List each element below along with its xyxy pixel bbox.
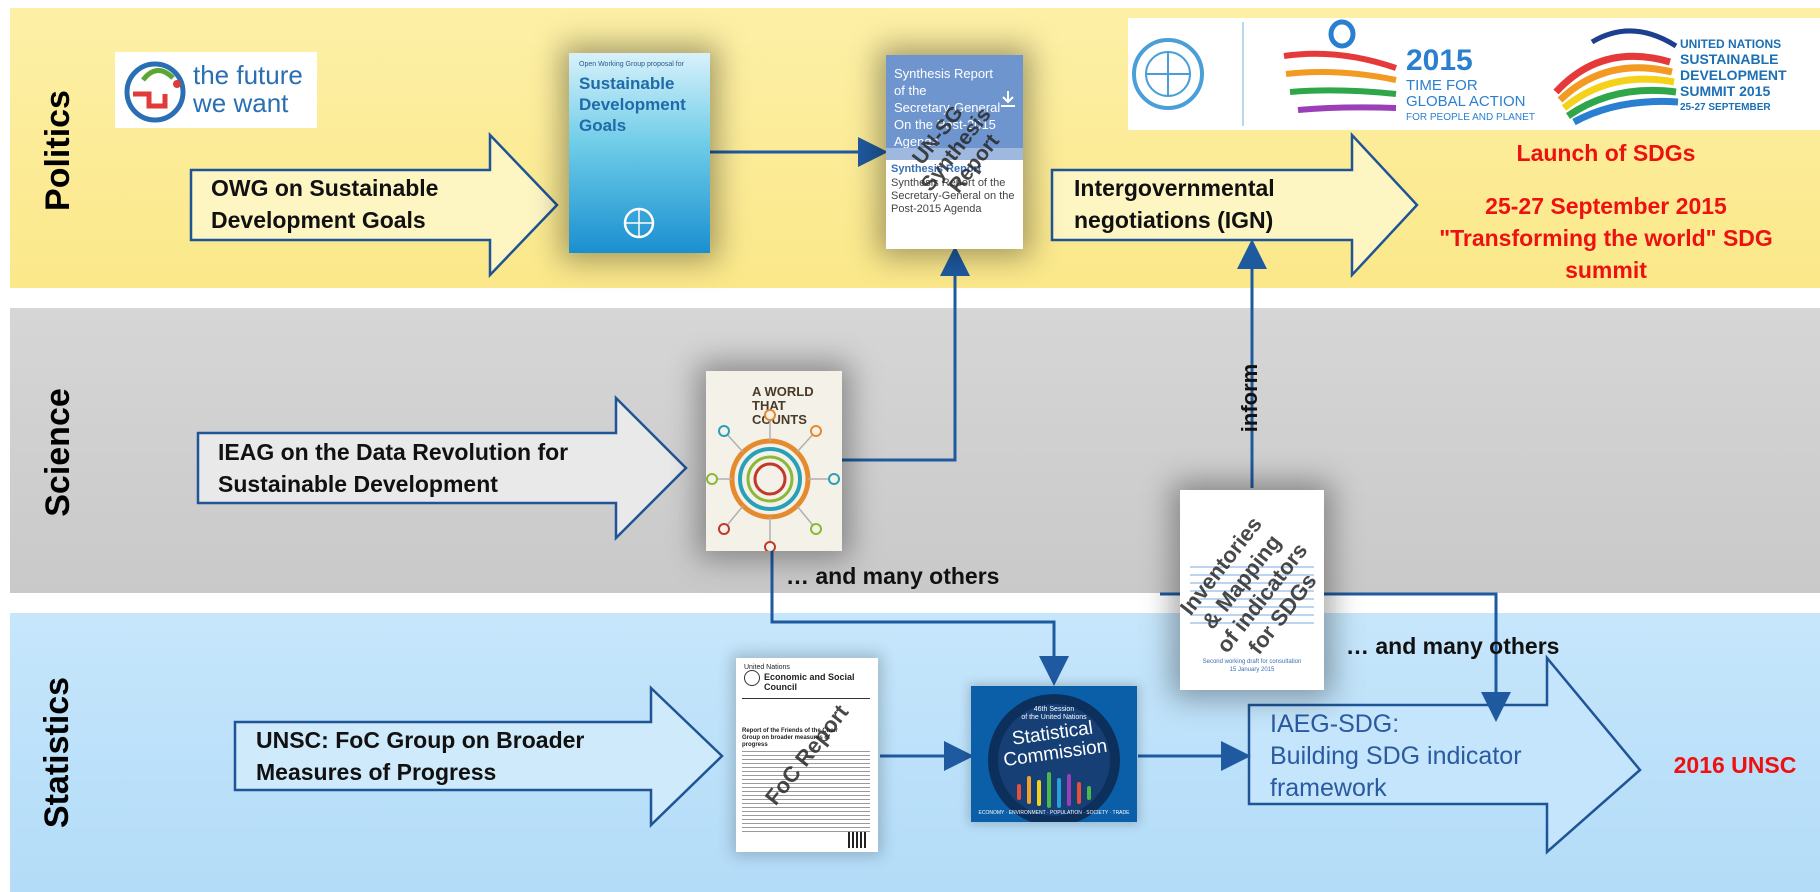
sdg-cover-un-emblem-icon — [623, 207, 655, 239]
un-summit-banner: 2015 TIME FOR GLOBAL ACTION FOR PEOPLE A… — [1128, 18, 1820, 130]
un-emblem-icon — [1132, 38, 1204, 110]
summit-logo-line-4: SUMMIT 2015 — [1680, 83, 1771, 99]
synthesis-cover-body: Synthesis Report of the Secretary-Genera… — [891, 177, 1015, 216]
foc-org-2: Economic and Social Council — [764, 672, 855, 692]
launch-of-sdgs: Launch of SDGs — [1516, 140, 1696, 166]
inventories-footer: Second working draft for consultation 15… — [1180, 658, 1324, 674]
time-for-action-icon — [1283, 19, 1397, 113]
time-for-action-year: 2015 — [1406, 44, 1473, 77]
and-many-others-science: … and many others — [786, 563, 1000, 589]
foc-report-cover: United Nations Economic and Social Counc… — [736, 658, 878, 852]
summit-outcome-2: "Transforming the world" SDG — [1439, 225, 1773, 251]
future-we-want-logo: the future we want — [115, 52, 317, 128]
iaeg-block-arrow — [1247, 654, 1642, 855]
awtc-title-1: A WORLD — [752, 384, 814, 399]
ign-line-2: negotiations (IGN) — [1074, 207, 1274, 233]
connector-awtc-to-synthesis — [842, 246, 970, 462]
owg-block-arrow — [189, 131, 559, 279]
synthesis-cover-band — [886, 148, 1023, 160]
ieag-line-1: IEAG on the Data Revolution for — [218, 439, 569, 465]
summit-outcome: 25-27 September 2015 "Transforming the w… — [1406, 190, 1806, 286]
foc-qr-code-icon — [848, 832, 866, 848]
sdg-summit-icon — [1553, 28, 1679, 126]
unsc-line-2: Measures of Progress — [256, 759, 497, 785]
ign-line-1: Intergovernmental — [1074, 175, 1275, 201]
foc-org-1: United Nations — [744, 664, 790, 671]
sdg-cover-title-3: Goals — [579, 116, 627, 135]
inventories-body-lines — [1190, 560, 1314, 624]
foc-un-emblem-icon — [744, 670, 760, 686]
synthesis-body-3: Post-2015 Agenda — [891, 203, 982, 215]
summit-logo-line-1: UNITED NATIONS — [1680, 37, 1782, 51]
future-we-want-icon — [124, 61, 186, 123]
future-we-want-line-2: we want — [193, 88, 289, 118]
ieag-arrow-label: IEAG on the Data Revolution for Sustaina… — [218, 436, 568, 500]
inventories-footer-2: 15 January 2015 — [1229, 667, 1275, 673]
a-world-that-counts-cover: A WORLD THAT COUNTS — [706, 371, 842, 551]
time-for-action-line-2: GLOBAL ACTION — [1406, 93, 1526, 110]
synthesis-body-1: Synthesis Report of the — [891, 177, 1006, 189]
owg-line-1: OWG on Sustainable — [211, 175, 439, 201]
unsc-arrow-label: UNSC: FoC Group on Broader Measures of P… — [256, 724, 584, 788]
awtc-ring-graphic — [706, 409, 840, 551]
statistical-commission-logo: 46th Session of the United Nations Stati… — [971, 686, 1137, 822]
foc-body-lines — [742, 748, 870, 832]
unsc-2016-label: 2016 UNSC — [1673, 752, 1797, 778]
ieag-block-arrow — [196, 394, 688, 542]
statcom-session: 46th Session of the United Nations — [971, 706, 1137, 722]
unsc-line-1: UNSC: FoC Group on Broader — [256, 727, 585, 753]
summit-logo-line-2: SUSTAINABLE — [1680, 51, 1779, 67]
ieag-line-2: Sustainable Development — [218, 471, 498, 497]
future-we-want-line-1: the future — [193, 60, 303, 90]
unsc-block-arrow — [233, 685, 724, 828]
synthesis-body-2: Secretary-General on the — [891, 190, 1015, 202]
synthesis-cover-header — [886, 55, 1023, 148]
sdg-cover-title: Sustainable Development Goals — [579, 73, 686, 136]
synthesis-header-2: of the — [894, 83, 927, 98]
synthesis-report-cover: Synthesis Report of the Secretary-Genera… — [886, 55, 1023, 249]
statcom-session-1: 46th Session — [1033, 706, 1075, 713]
summit-logo-line-5: 25-27 SEPTEMBER — [1680, 102, 1771, 113]
sdg-cover-title-2: Development — [579, 95, 686, 114]
synthesis-cover-sub: Synthesis Report — [891, 163, 982, 175]
time-for-action-line-3: FOR PEOPLE AND PLANET — [1406, 112, 1535, 123]
foc-heading: Report of the Friends of the Chair Group… — [742, 728, 838, 748]
sdg-cover-title-1: Sustainable — [579, 74, 675, 93]
summit-outcome-3: summit — [1565, 257, 1647, 283]
connector-awtc-to-statcom — [770, 550, 1069, 686]
download-icon — [1001, 91, 1015, 107]
inventories-cover: Second working draft for consultation 15… — [1180, 490, 1324, 690]
statcom-session-2: of the United Nations — [1021, 714, 1087, 721]
and-many-others-statistics: … and many others — [1346, 633, 1560, 659]
iaeg-line-2: Building SDG indicator — [1270, 742, 1522, 770]
summit-logo-line-3: DEVELOPMENT — [1680, 67, 1787, 83]
inventories-footer-1: Second working draft for consultation — [1202, 659, 1302, 665]
iaeg-arrow-label: IAEG-SDG: Building SDG indicator framewo… — [1270, 708, 1522, 804]
synthesis-header-1: Synthesis Report — [894, 66, 993, 81]
statcom-ring-text: ECONOMY · ENVIRONMENT · POPULATION · SOC… — [978, 810, 1130, 816]
inform-label: inform — [1237, 363, 1262, 433]
sdg-proposal-cover: Open Working Group proposal for Sustaina… — [569, 53, 710, 253]
owg-arrow-label: OWG on Sustainable Development Goals — [211, 172, 438, 236]
synthesis-header-3: Secretary-General — [894, 100, 1001, 115]
owg-line-2: Development Goals — [211, 207, 426, 233]
foc-rule — [742, 698, 870, 699]
time-for-action-line-1: TIME FOR — [1406, 77, 1478, 94]
statcom-disc-graphic — [988, 694, 1120, 822]
ign-block-arrow — [1050, 131, 1419, 279]
synthesis-header-4: On the Post-2015 Agenda — [894, 117, 996, 149]
summit-outcome-1: 25-27 September 2015 — [1485, 193, 1727, 219]
iaeg-line-1: IAEG-SDG: — [1270, 710, 1400, 738]
synthesis-cover-header-text: Synthesis Report of the Secretary-Genera… — [894, 65, 1023, 150]
iaeg-line-3: framework — [1270, 774, 1387, 802]
ign-arrow-label: Intergovernmental negotiations (IGN) — [1074, 172, 1275, 236]
sdg-cover-small: Open Working Group proposal for — [579, 61, 684, 68]
banner-divider — [1242, 22, 1244, 126]
